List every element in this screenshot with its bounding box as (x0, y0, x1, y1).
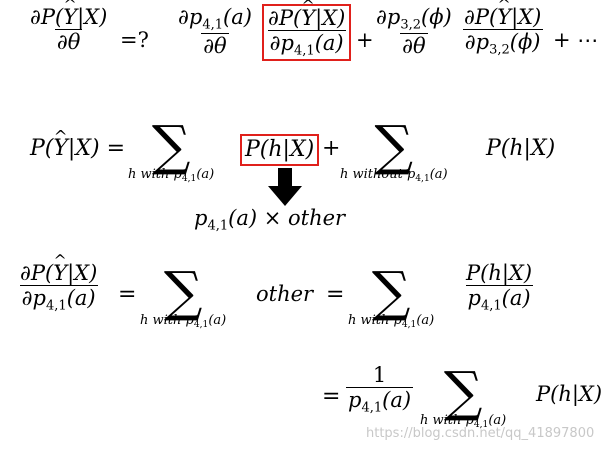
row1-term4-numerator: ∂P(Y|X) (462, 6, 543, 29)
row1-term1-denominator: ∂θ (201, 33, 229, 59)
row2-plus: + (322, 136, 341, 161)
row1-term3-numerator: ∂p3,2(ϕ) (376, 5, 452, 33)
row3-equals-2: = (326, 282, 345, 307)
row2-sum1-sigma: ∑ (151, 114, 191, 177)
row3-equals-1: = (118, 282, 137, 307)
row3-lhs-denominator: ∂p4,1(a) (19, 285, 98, 314)
row1-lhs-numerator: ∂P(Y|X) (28, 6, 109, 29)
row3-sum1: ∑ h with p4,1(a) (140, 260, 227, 332)
down-arrow-icon (268, 168, 302, 210)
row3-sum2: ∑ h with p4,1(a) (348, 260, 435, 332)
row3-lhs-numerator: ∂P(Y|X) (18, 262, 99, 285)
row1-lhs-denominator: ∂θ (54, 29, 83, 55)
row3-lhs: ∂P(Y|X) ∂p4,1(a) (18, 262, 99, 313)
row4-sum-sigma: ∑ (443, 360, 483, 423)
row1-plus: + (356, 28, 374, 52)
row1-boxed-term: ∂P(Y|X) ∂p4,1(a) (262, 4, 352, 62)
row2-lhs: P(Y|X) = (30, 136, 125, 161)
row2-expansion: p4,1(a) × other (194, 206, 346, 234)
row4-sum: ∑ h with p4,1(a) (420, 360, 507, 432)
row1-tail: + ⋯ (553, 28, 599, 52)
row1-equals-question: =? (120, 28, 149, 52)
row3-fraction: P(h|X) p4,1(a) (464, 262, 534, 313)
row3-other: other (256, 282, 314, 306)
row2-rhs: P(h|X) (486, 136, 556, 161)
row1-lhs: ∂P(Y|X) ∂θ (28, 6, 109, 53)
row3-fraction-numerator: P(h|X) (466, 261, 533, 285)
row1-term1: ∂p4,1(a) ∂θ (176, 6, 254, 57)
row4-equals: = (322, 384, 341, 409)
row3-sum2-under: h with p4,1(a) (348, 313, 435, 331)
row2-sum1: ∑ h with p4,1(a) (128, 114, 215, 186)
row4-fraction: 1 p4,1(a) (346, 363, 414, 416)
row1-term4: ∂P(Y|X) ∂p3,2(ϕ) (462, 6, 543, 57)
row2-sum2: ∑ h without p4,1(a) (340, 114, 448, 186)
row1-term3: ∂p3,2(ϕ) ∂θ (374, 6, 454, 57)
row2-boxed-term: P(h|X) (240, 134, 320, 166)
row3-sum2-sigma: ∑ (371, 260, 411, 323)
row4-sum-under: h with p4,1(a) (420, 413, 507, 431)
row1-term3-denominator: ∂θ (400, 33, 428, 59)
row3-sum1-sigma: ∑ (163, 260, 203, 323)
row1-term2-denominator: ∂p4,1(a) (267, 30, 346, 59)
row4-fraction-denominator: p4,1(a) (346, 387, 414, 416)
row2-sum2-under: h without p4,1(a) (340, 167, 448, 185)
row2-sum1-under: h with p4,1(a) (128, 167, 215, 185)
row4-fraction-numerator: 1 (372, 363, 387, 387)
row3-sum1-under: h with p4,1(a) (140, 313, 227, 331)
row2-sum2-sigma: ∑ (374, 114, 414, 177)
watermark: https://blog.csdn.net/qq_41897800 (366, 426, 595, 441)
row1-term4-denominator: ∂p3,2(ϕ) (462, 29, 543, 58)
row1-term1-numerator: ∂p4,1(a) (178, 5, 252, 33)
row1-term2-numerator: ∂P(Y|X) (266, 7, 347, 30)
row4-rhs: P(h|X) (536, 382, 603, 406)
row3-fraction-denominator: p4,1(a) (465, 285, 533, 314)
